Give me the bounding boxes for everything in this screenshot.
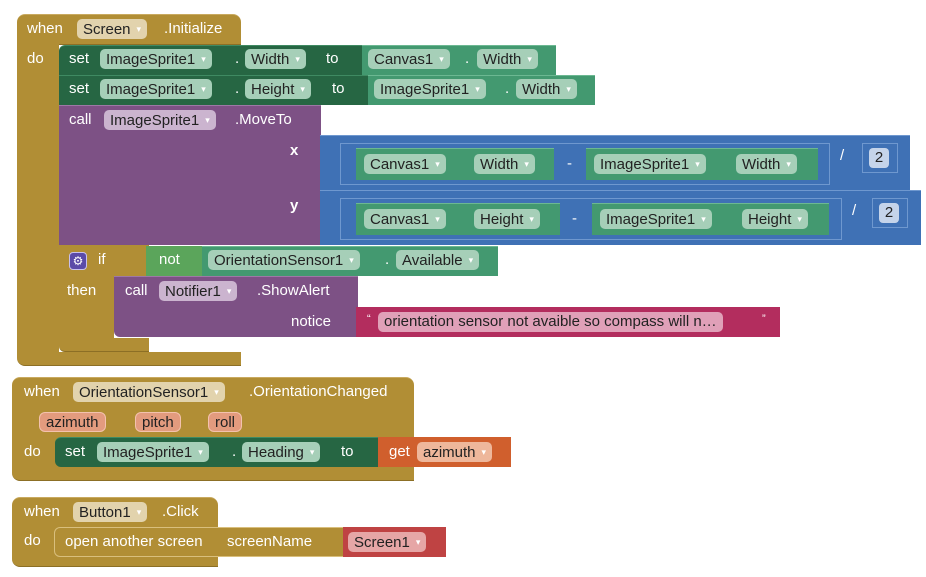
method-name: .MoveTo — [235, 111, 292, 128]
do-label: do — [24, 443, 41, 460]
to-keyword: to — [341, 443, 354, 460]
number-slot — [862, 143, 898, 173]
open-another-screen-block[interactable] — [54, 527, 346, 557]
when-label: when — [27, 20, 63, 37]
param-azimuth[interactable]: azimuth — [39, 412, 106, 432]
gear-icon[interactable]: ⚙ — [69, 252, 87, 270]
open-screen-label: open another screen — [65, 533, 203, 550]
property-dropdown[interactable]: Width▾ — [736, 154, 797, 174]
dot: . — [465, 50, 470, 67]
divide-operator: / — [852, 202, 857, 219]
text-field[interactable]: orientation sensor not avaible so compas… — [378, 312, 723, 332]
not-block[interactable] — [146, 246, 204, 276]
param-pitch[interactable]: pitch — [135, 412, 181, 432]
then-label: then — [67, 282, 97, 299]
set-keyword: set — [69, 80, 90, 97]
when-label: when — [24, 383, 60, 400]
to-keyword: to — [326, 50, 339, 67]
component-dropdown[interactable]: ImageSprite1▾ — [104, 110, 216, 130]
close-quote-icon: ” — [762, 313, 766, 325]
screen-dropdown[interactable]: Screen▾ — [77, 19, 148, 39]
component-dropdown[interactable]: Notifier1▾ — [159, 281, 238, 301]
component-dropdown[interactable]: Canvas1▾ — [364, 209, 446, 229]
component-dropdown[interactable]: ImageSprite1▾ — [374, 79, 486, 99]
component-dropdown[interactable]: ImageSprite1▾ — [100, 79, 212, 99]
property-dropdown[interactable]: Width▾ — [245, 49, 306, 69]
dot: . — [235, 80, 240, 97]
subtract-block-x[interactable] — [340, 143, 830, 185]
set-keyword: set — [65, 443, 86, 460]
call-keyword: call — [69, 111, 92, 128]
subtract-block-y[interactable] — [340, 198, 842, 240]
screenname-arg-label: screenName — [227, 533, 313, 550]
event-name: .OrientationChanged — [249, 383, 388, 400]
component-dropdown[interactable]: Canvas1▾ — [368, 49, 450, 69]
notice-arg-label: notice — [291, 313, 332, 330]
event-name: .Click — [162, 503, 199, 520]
set-keyword: set — [69, 50, 90, 67]
component-dropdown[interactable]: ImageSprite1▾ — [600, 209, 712, 229]
divide-operator: / — [840, 147, 845, 164]
get-keyword: get — [389, 443, 410, 460]
component-dropdown[interactable]: Button1▾ — [73, 502, 148, 522]
component-dropdown[interactable]: ImageSprite1▾ — [594, 154, 706, 174]
property-dropdown[interactable]: Available▾ — [396, 250, 480, 270]
property-dropdown[interactable]: Height▾ — [245, 79, 311, 99]
dot: . — [505, 80, 510, 97]
component-dropdown[interactable]: ImageSprite1▾ — [100, 49, 212, 69]
property-dropdown[interactable]: Height▾ — [474, 209, 540, 229]
number-field[interactable]: 2 — [869, 148, 889, 168]
when-label: when — [24, 503, 60, 520]
minus-operator: - — [567, 155, 572, 172]
component-dropdown[interactable]: OrientationSensor1▾ — [73, 382, 225, 402]
event-footer — [17, 352, 241, 366]
x-arg-label: x — [290, 142, 299, 159]
property-dropdown[interactable]: Width▾ — [474, 154, 535, 174]
method-name: .ShowAlert — [257, 282, 330, 299]
number-field[interactable]: 2 — [879, 203, 899, 223]
open-quote-icon: “ — [367, 313, 371, 325]
do-label: do — [24, 532, 41, 549]
component-dropdown[interactable]: Canvas1▾ — [364, 154, 446, 174]
variable-dropdown[interactable]: azimuth▾ — [417, 442, 493, 462]
event-name: .Initialize — [164, 20, 223, 37]
property-dropdown[interactable]: Width▾ — [516, 79, 577, 99]
number-slot — [872, 198, 908, 228]
to-keyword: to — [332, 80, 345, 97]
if-keyword: if — [98, 251, 106, 268]
not-keyword: not — [159, 251, 180, 268]
dot: . — [232, 443, 237, 460]
do-label: do — [27, 50, 44, 67]
property-dropdown[interactable]: Height▾ — [742, 209, 808, 229]
minus-operator: - — [572, 210, 577, 227]
dot: . — [235, 50, 240, 67]
if-block-footer — [59, 338, 149, 352]
if-block-spine — [59, 276, 114, 340]
screen-dropdown[interactable]: Screen1▾ — [348, 532, 427, 552]
call-keyword: call — [125, 282, 148, 299]
component-dropdown[interactable]: ImageSprite1▾ — [97, 442, 209, 462]
y-arg-label: y — [290, 197, 299, 214]
property-dropdown[interactable]: Heading▾ — [242, 442, 321, 462]
event-body-spine — [17, 44, 59, 354]
property-dropdown[interactable]: Width▾ — [477, 49, 538, 69]
dot: . — [385, 251, 390, 268]
param-roll[interactable]: roll — [208, 412, 243, 432]
component-dropdown[interactable]: OrientationSensor1▾ — [208, 250, 360, 270]
